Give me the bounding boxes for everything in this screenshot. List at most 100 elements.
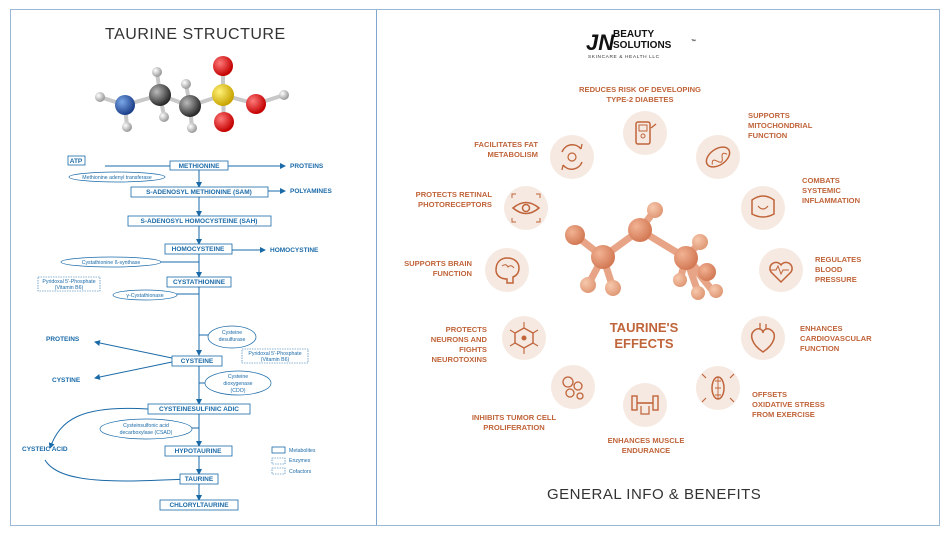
effect-label-line: PRESSURE (815, 275, 857, 284)
effect-label-line: ENHANCES MUSCLE (608, 436, 685, 445)
center-title-line1: TAURINE'S (610, 320, 679, 335)
muscle-stress-icon (696, 366, 740, 410)
metabolite-methionine: METHIONINE (179, 163, 220, 170)
enzyme-cdo-line3: (CDO) (231, 388, 246, 394)
effect-label-line: INHIBITS TUMOR CELL (472, 413, 557, 422)
logo-mark: JN (586, 30, 615, 55)
brain-icon (485, 248, 529, 292)
effect-label-line: PROTECTS RETINAL (416, 190, 493, 199)
logo-line1: BEAUTY (613, 29, 654, 40)
effect-label-line: ENDURANCE (622, 446, 671, 455)
heart-icon (741, 316, 785, 360)
legend-cofactors: Cofactors (289, 469, 312, 475)
effect-label-line: OFFSETS (752, 390, 787, 399)
pathway-legend: Metabolites Enzymes Cofactors (271, 446, 316, 475)
metabolite-homocysteine: HOMOCYSTEINE (172, 246, 225, 253)
effect-label-line: PROLIFERATION (483, 423, 544, 432)
enzyme-csad-line2: decarboxylase (CSAD) (120, 430, 173, 436)
inflammation-icon (741, 186, 785, 230)
effect-label-line: TYPE-2 DIABETES (606, 95, 673, 104)
metabolite-sam: S-ADENOSYL METHIONINE (SAM) (146, 189, 252, 196)
side-proteins-left: PROTEINS (46, 336, 80, 343)
effect-label-line: SUPPORTS (748, 111, 790, 120)
effect-label-line: BLOOD (815, 265, 843, 274)
effect-label-line: REGULATES (815, 255, 861, 264)
effect-label-line: FACILITATES FAT (474, 140, 538, 149)
side-cystine: CYSTINE (52, 377, 81, 384)
metabolite-cystathionine: CYSTATHIONINE (173, 279, 226, 286)
metabolite-chloryltaurine: CHLORYLTAURINE (169, 502, 229, 509)
enzyme-cysteine-desulfurase-line1: Cysteine (222, 330, 242, 336)
taurine-molecule-3d (95, 56, 289, 133)
enzyme-csad-line1: Cysteinsulfonic acid (123, 423, 169, 429)
effect-label-line: SUPPORTS BRAIN (404, 259, 472, 268)
enzyme-mat: Methionine adenyl transferase (82, 175, 152, 181)
effect-label-line: INFLAMMATION (802, 196, 860, 205)
brand-logo: JN BEAUTY SOLUTIONS ™ SKINCARE & HEALTH … (586, 29, 696, 60)
enzyme-cdo-line2: dioxygenase (223, 381, 252, 387)
effect-label-line: SYSTEMIC (802, 186, 841, 195)
enzyme-cgl: γ-Cystathionase (126, 293, 163, 299)
effect-label-line: ENHANCES (800, 324, 843, 333)
effect-label-line: REDUCES RISK OF DEVELOPING (579, 85, 701, 94)
effect-label-line: MITOCHONDRIAL (748, 121, 813, 130)
enzyme-cbs: Cystathionine ß-synthase (82, 260, 141, 266)
logo-tagline: SKINCARE & HEALTH LLC (588, 54, 660, 60)
cofactor-p5p-a-line2: (Vitamin B6) (55, 285, 84, 291)
main-frame (10, 9, 940, 526)
effect-label-line: PROTECTS (446, 325, 487, 334)
logo-line2: SOLUTIONS (613, 40, 672, 51)
blood-pressure-icon (759, 248, 803, 292)
side-cysteic-acid: CYSTEIC ACID (22, 446, 68, 453)
metabolite-cysteinesulfinic-acid: CYSTEINESULFINIC ADIC (159, 406, 239, 413)
glucose-meter-icon (623, 111, 667, 155)
effect-label-line: OXIDATIVE STRESS (752, 400, 825, 409)
effect-label-line: METABOLISM (488, 150, 538, 159)
effect-icons (485, 111, 803, 427)
metabolite-sah: S-ADENOSYL HOMOCYSTEINE (SAH) (141, 218, 258, 225)
effect-label-line: FUNCTION (748, 131, 787, 140)
mitochondria-icon (696, 135, 740, 179)
cofactor-p5p-b-line2: (Vitamin B6) (261, 357, 290, 363)
panel-divider (376, 10, 377, 525)
center-title-line2: EFFECTS (614, 336, 674, 351)
effect-label-line: FUNCTION (433, 269, 472, 278)
logo-tm: ™ (691, 39, 696, 45)
tumor-cells-icon (551, 365, 595, 409)
enzyme-cysteine-desulfurase-line2: desulfurase (219, 337, 246, 343)
taurine-biosynthesis-pathway: METHIONINE S-ADENOSYL METHIONINE (SAM) S… (22, 155, 332, 511)
effect-label-line: FUNCTION (800, 344, 839, 353)
neuron-icon (502, 316, 546, 360)
effect-label-line: FROM EXERCISE (752, 410, 815, 419)
metabolite-hypotaurine: HYPOTAURINE (175, 448, 222, 455)
effect-label-line: PHOTORECEPTORS (418, 200, 492, 209)
side-proteins-top: PROTEINS (290, 163, 324, 170)
legend-enzymes: Enzymes (289, 458, 311, 464)
enzyme-cdo-line1: Cysteine (228, 374, 248, 380)
dumbbell-icon (623, 383, 667, 427)
effect-label-line: FIGHTS (459, 345, 487, 354)
side-polyamines: POLYAMINES (290, 188, 332, 195)
metabolite-cysteine: CYSTEINE (181, 358, 214, 365)
left-panel-title: TAURINE STRUCTURE (105, 26, 286, 43)
side-atp: ATP (70, 158, 83, 165)
cofactor-p5p-b-line1: Pyridoxal 5'-Phosphate (248, 351, 301, 357)
right-panel-title: GENERAL INFO & BENEFITS (547, 486, 762, 503)
side-homocystine: HOMOCYSTINE (270, 247, 319, 254)
effect-label-line: NEURONS AND (431, 335, 488, 344)
effect-label-line: CARDIOVASCULAR (800, 334, 872, 343)
cofactor-p5p-a-line1: Pyridoxal 5'-Phosphate (42, 279, 95, 285)
fat-metabolism-icon (550, 135, 594, 179)
